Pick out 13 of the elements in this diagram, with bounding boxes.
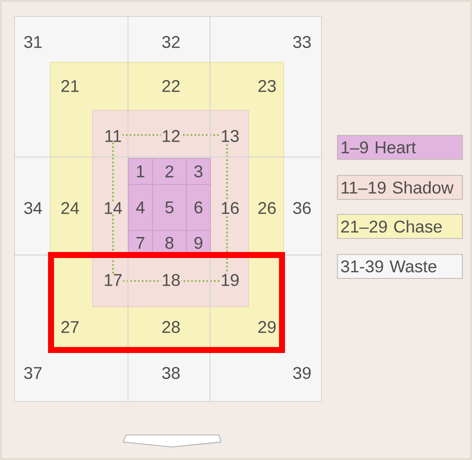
- legend-entry: 21–29 Chase: [337, 214, 463, 239]
- grid-cell: 5: [152, 184, 187, 231]
- grid-cell: 1: [128, 158, 153, 185]
- legend-entry: 1–9 Heart: [337, 135, 463, 160]
- grid-cell: 6: [186, 184, 211, 231]
- grid-cell: 2: [152, 158, 187, 185]
- legend-entry: 31-39 Waste: [337, 254, 463, 279]
- zone-number: 11: [104, 130, 122, 142]
- legend-entry: 11–19 Shadow: [337, 174, 463, 200]
- zone-number: 17: [102, 274, 124, 286]
- zone-number: 14: [102, 202, 124, 214]
- grid-cell: 4: [128, 184, 153, 231]
- grid-cell: 3: [186, 158, 211, 185]
